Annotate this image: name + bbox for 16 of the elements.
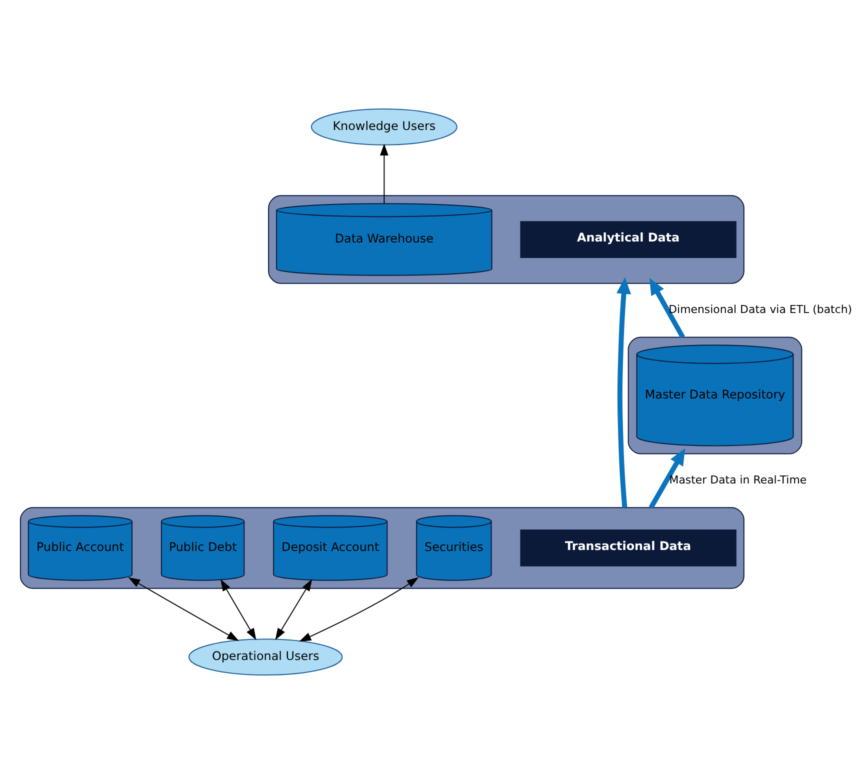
arrow (648, 448, 686, 508)
arrow (220, 578, 256, 640)
arrow (649, 277, 685, 338)
edge-label: Dimensional Data via ETL (batch) (668, 302, 852, 316)
node-box: Transactional Data (520, 529, 736, 566)
node-ellipse: Operational Users (188, 638, 343, 676)
arrow (380, 143, 388, 204)
arrow (616, 276, 632, 508)
cluster (268, 194, 744, 284)
arrow (275, 578, 312, 640)
node-ellipse: Knowledge Users (310, 108, 458, 145)
edge-label: Master Data in Real-Time (669, 472, 807, 486)
cluster (628, 336, 802, 454)
node-box: Analytical Data (520, 220, 736, 258)
arrow (299, 576, 419, 642)
arrow (128, 576, 240, 641)
